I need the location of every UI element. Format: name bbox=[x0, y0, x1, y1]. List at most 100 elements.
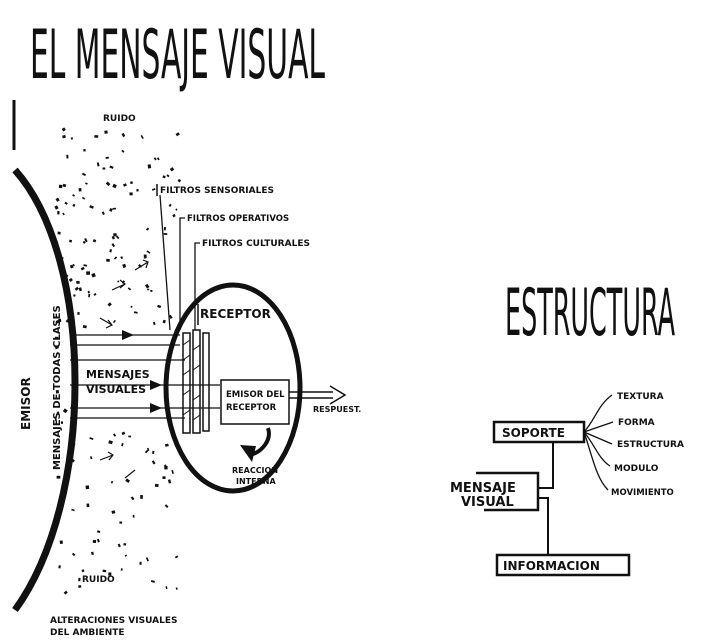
noise-dot bbox=[86, 271, 90, 275]
noise-dot bbox=[165, 586, 168, 590]
property-movimiento: MOVIMIENTO bbox=[611, 488, 674, 498]
noise-dot bbox=[78, 287, 83, 292]
noise-dot bbox=[55, 320, 59, 324]
noise-dot bbox=[121, 132, 126, 138]
noise-dot bbox=[64, 274, 69, 278]
noise-dot bbox=[109, 249, 112, 253]
filter-1-leader bbox=[159, 194, 171, 331]
noise-dot bbox=[108, 440, 113, 445]
noise-dot bbox=[167, 479, 172, 484]
noise-dot bbox=[90, 551, 95, 556]
noise-dot bbox=[89, 456, 93, 460]
noise-dot bbox=[130, 496, 135, 501]
noise-dot bbox=[102, 569, 107, 573]
emisor-arc bbox=[12, 167, 79, 613]
noise-dot bbox=[55, 197, 60, 202]
noise-dot bbox=[78, 187, 82, 192]
noise-dot bbox=[54, 346, 59, 350]
main-title: EL MENSAJE VISUAL bbox=[30, 17, 325, 95]
noise-dot bbox=[85, 182, 88, 185]
noise-dot bbox=[109, 208, 113, 212]
noise-dot bbox=[122, 263, 127, 268]
noise-dot bbox=[93, 292, 97, 296]
noise-dot bbox=[144, 449, 149, 454]
noise-dot bbox=[94, 135, 99, 138]
noise-dot bbox=[140, 135, 144, 140]
noise-dot bbox=[108, 572, 112, 576]
reaccion-line2: INTERNA bbox=[236, 477, 276, 486]
noise-dot bbox=[121, 431, 126, 435]
noise-dot bbox=[71, 552, 76, 557]
noise-dot bbox=[115, 235, 120, 240]
emisor-label: EMISOR bbox=[19, 377, 33, 430]
noise-dot bbox=[60, 256, 64, 260]
noise-dot bbox=[54, 416, 58, 419]
soporte-label: SOPORTE bbox=[502, 426, 565, 440]
noise-dot bbox=[117, 280, 120, 283]
emisor-receptor-box bbox=[220, 379, 290, 425]
noise-dot bbox=[125, 478, 131, 483]
noise-dot bbox=[117, 543, 121, 548]
message-lines bbox=[70, 334, 220, 419]
property-modulo: MODULO bbox=[614, 464, 659, 474]
noise-dot bbox=[152, 321, 156, 326]
noise-dot bbox=[163, 233, 168, 235]
noise-dot bbox=[66, 471, 71, 475]
filtros-culturales-label: FILTROS CULTURALES bbox=[202, 239, 310, 249]
property-textura: TEXTURA bbox=[617, 392, 664, 402]
noise-dot bbox=[96, 162, 100, 167]
noise-dot bbox=[58, 318, 62, 323]
noise-dot bbox=[162, 319, 166, 324]
structure-title: ESTRUCTURA bbox=[505, 276, 675, 351]
noise-dot bbox=[154, 483, 159, 488]
noise-dot bbox=[164, 443, 169, 447]
noise-dot bbox=[145, 227, 150, 231]
noise-dot bbox=[83, 149, 86, 152]
noise-dot bbox=[101, 211, 105, 216]
noise-dot bbox=[72, 263, 75, 267]
noise-dot bbox=[89, 205, 94, 209]
noise-dot bbox=[123, 543, 127, 546]
alteraciones-line2: DEL AMBIENTE bbox=[50, 628, 125, 638]
noise-dot bbox=[153, 157, 157, 161]
noise-dot bbox=[74, 286, 79, 291]
noise-dot bbox=[69, 264, 74, 269]
noise-dot bbox=[110, 480, 114, 484]
mensaje-visual-line1: MENSAJE bbox=[450, 481, 516, 496]
noise-dot bbox=[111, 510, 116, 514]
noise-dot bbox=[60, 421, 64, 424]
noise-dot bbox=[150, 289, 153, 292]
noise-dot bbox=[82, 240, 86, 244]
noise-dot bbox=[65, 318, 70, 323]
property-estructura: ESTRUCTURA bbox=[617, 440, 684, 450]
noise-dot bbox=[151, 188, 156, 191]
noise-dot bbox=[69, 239, 72, 243]
noise-dot bbox=[113, 233, 117, 237]
noise-dot bbox=[109, 165, 114, 169]
noise-dot bbox=[120, 256, 124, 260]
response-arrow bbox=[289, 385, 347, 405]
respuesta-label: RESPUEST. bbox=[313, 405, 361, 414]
noise-dot bbox=[139, 561, 142, 565]
noise-dot bbox=[82, 325, 87, 329]
noise-dot bbox=[61, 127, 66, 132]
noise-dot bbox=[122, 183, 127, 187]
noise-dot bbox=[112, 183, 117, 189]
noise-dot bbox=[54, 336, 59, 340]
mensajes-todas-label: MENSAJES DE TODAS CLASES bbox=[52, 305, 63, 470]
noise-dot bbox=[56, 475, 61, 479]
noise-dot bbox=[147, 288, 150, 291]
noise-dot bbox=[147, 164, 152, 169]
noise-dot bbox=[54, 205, 59, 210]
noise-dot bbox=[152, 450, 155, 454]
noise-dot bbox=[144, 283, 150, 289]
ruido-bottom-label: RUIDO bbox=[82, 575, 115, 585]
noise-dot bbox=[92, 539, 97, 543]
noise-dot bbox=[120, 568, 123, 571]
noise-dot bbox=[106, 258, 110, 262]
noise-dot bbox=[127, 287, 132, 291]
noise-dot bbox=[113, 256, 118, 260]
noise-dot bbox=[132, 514, 135, 518]
noise-dot bbox=[57, 231, 61, 235]
